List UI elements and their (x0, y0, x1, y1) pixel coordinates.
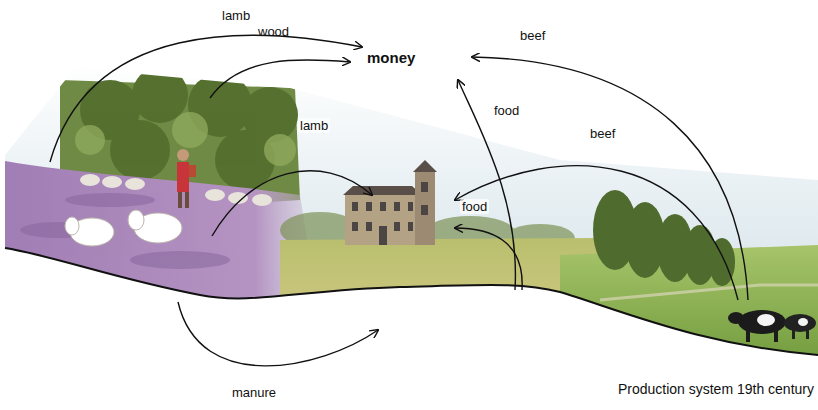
shepherd-figure (177, 149, 196, 208)
flow-label: beef (588, 126, 617, 141)
landscape-band (0, 60, 818, 370)
flow-arrow (455, 228, 522, 290)
ground-line (5, 248, 818, 355)
figure-caption: Production system 19th century (618, 381, 814, 398)
flow-label: food (460, 199, 489, 214)
flow-arrow (212, 171, 372, 236)
flow-label: food (492, 103, 521, 118)
cows (728, 310, 816, 342)
flow-label: manure (232, 385, 276, 400)
target-label: money (367, 50, 415, 65)
flow-label: lamb (222, 8, 250, 23)
flow-arrow (50, 35, 362, 162)
flow-arrow (455, 166, 738, 300)
flow-arrow (210, 60, 350, 98)
flow-label: wood (258, 24, 289, 39)
manor-house (343, 160, 437, 245)
flow-label: beef (520, 28, 545, 43)
flow-arrow (472, 57, 748, 300)
flow-label: lamb (298, 118, 330, 133)
flow-arrow (178, 302, 378, 366)
